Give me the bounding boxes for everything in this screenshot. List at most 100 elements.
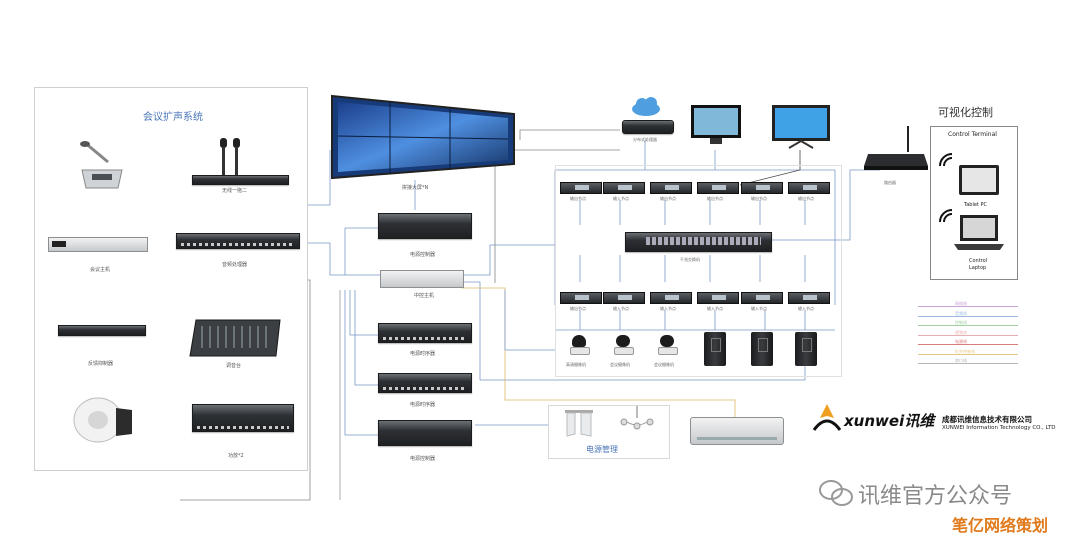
tablet-icon [959,165,999,195]
pc-tower-3 [795,332,817,366]
gigabit-switch-label: 千兆交换机 [680,257,700,262]
laptop-label-1: Control [969,258,988,264]
bottom-encoder-3 [650,292,692,304]
conference-host-label: 会议主机 [90,267,111,273]
bottom-encoder-label-5: 输入节点 [751,306,767,311]
bottom-encoder-1 [560,292,602,304]
monitor-1 [691,105,741,144]
badge-watermark: 笔亿网络策划 [952,516,1049,535]
central-host-label: 中控主机 [414,293,435,299]
bottom-encoder-label-6: 输入节点 [798,306,814,311]
control-terminal-title: Control Terminal [948,131,997,138]
legend-label-2: 音频线 [955,310,967,316]
top-encoder-label-3: 输出节点 [660,196,676,201]
distributed-processor-label: 分布式处理器 [633,137,657,142]
feedback-suppressor-label: 反馈抑制器 [88,361,114,367]
camera-1-label: 高清摄像机 [566,362,586,367]
visual-control-title: 可视化控制 [938,106,993,119]
bottom-encoder-label-2: 输入节点 [613,306,629,311]
top-encoder-label-1: 输出节点 [570,196,586,201]
air-conditioner [690,417,784,445]
power-controller-bottom [378,420,472,446]
amplifier [192,404,294,432]
sequential-power-2 [378,373,472,393]
legend-line-6 [918,353,1018,355]
power-controller-top-label: 电源控制器 [410,252,436,258]
sequential-power-1 [378,323,472,343]
top-encoder-6 [788,182,830,194]
legend-line-5 [918,344,1018,345]
gooseneck-microphone [80,140,123,189]
ceiling-speaker [73,397,132,443]
top-encoder-5 [741,182,783,194]
video-wall [331,94,515,180]
camera-3 [656,333,678,355]
top-encoder-2 [603,182,645,194]
top-encoder-1 [560,182,602,194]
company-name-cn: 成都讯维信息技术有限公司 [942,415,1032,424]
top-encoder-label-2: 输入节点 [613,196,629,201]
cloud-network-icon [632,97,660,116]
wireless-microphones [220,138,240,175]
legend-label-4: 视频线 [955,329,967,335]
legend-label-1: 网络线 [955,301,967,306]
top-encoder-label-6: 输出节点 [798,196,814,201]
camera-2-label: 会议摄像机 [610,362,630,367]
power-controller-top [378,213,472,239]
chandelier-icon [620,406,654,430]
top-encoder-4 [697,182,739,194]
network-area-box [555,165,842,377]
tablet-label: Tablet PC [964,202,987,208]
legend-label-3: 控制线 [955,320,967,325]
conference-host [48,237,148,252]
distributed-processor [622,120,674,134]
monitor-2 [772,105,830,149]
audio-processor [176,233,300,249]
wireless-mic-label: 无线一拖二 [222,188,248,194]
wechat-watermark: 讯维官方公众号 [858,484,1013,509]
amplifier-label: 功放*2 [228,453,244,459]
power-management-label: 电源管理 [586,445,618,454]
mixer-label: 调音台 [226,363,242,369]
bottom-encoder-label-3: 输入节点 [660,306,676,311]
legend-line-7 [918,363,1018,364]
power-controller-bottom-label: 电源控制器 [410,456,436,462]
wifi-icon-1 [939,153,953,167]
control-terminal-box [930,126,1018,280]
camera-2 [612,333,634,355]
conference-audio-title: 会议扩声系统 [143,112,203,123]
bottom-encoder-5 [741,292,783,304]
bottom-encoder-6 [788,292,830,304]
sequential-power-1-label: 电源时序器 [410,351,436,357]
bottom-encoder-2 [603,292,645,304]
legend-line-4 [918,334,1018,336]
wechat-icon [819,480,853,506]
audio-processor-label: 音频处理器 [222,262,248,268]
top-encoder-label-5: 输出节点 [751,196,767,201]
feedback-suppressor [58,325,146,336]
pc-tower-2 [751,332,773,366]
curtain-icon [565,410,593,437]
router-icon [864,126,928,170]
laptop-label-2: Laptop [969,265,987,271]
mixer [189,319,281,357]
pc-tower-1 [704,332,726,366]
video-wall-label: 拼接大屏*N [402,185,429,191]
sequential-power-2-label: 电源时序器 [410,402,436,408]
wifi-icon-2 [939,209,953,223]
company-name-en: XUNWEI Information Technology CO., LTD [942,425,1056,431]
bottom-encoder-label-1: 输出节点 [570,306,586,311]
wireless-receiver [192,175,289,185]
legend-label-6: 红外控制线 [955,348,975,354]
bottom-encoder-label-4: 输入节点 [707,306,723,311]
camera-1 [568,333,590,355]
brand-logo-text: xunwei讯维 [844,412,935,430]
legend-label-5: 电源线 [955,339,967,344]
router-label: 路由器 [884,180,896,185]
legend-label-7: 串口线 [955,358,967,363]
top-encoder-3 [650,182,692,194]
xunwei-logo-mark [812,404,842,431]
camera-3-label: 会议摄像机 [654,362,674,367]
top-encoder-label-4: 输出节点 [707,196,723,201]
legend-line-2 [918,315,1018,317]
